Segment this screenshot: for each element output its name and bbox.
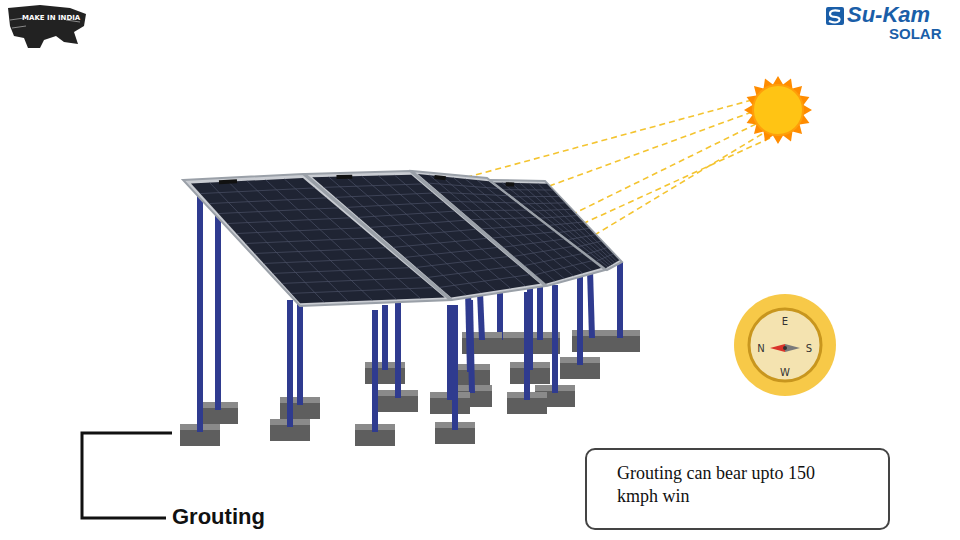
compass-letter: E xyxy=(782,316,788,327)
note-box: Grouting can bear upto 150 kmph win xyxy=(585,448,890,530)
brand-name: Su-Kam xyxy=(847,3,930,27)
lion-logo xyxy=(8,5,86,48)
compass-letter: W xyxy=(780,367,790,378)
sun xyxy=(744,76,812,144)
leader-bracket xyxy=(82,433,172,518)
compass-letter: N xyxy=(757,343,764,354)
brand-sub: SOLAR xyxy=(889,26,942,43)
part-label: Grouting xyxy=(172,505,265,529)
compass-letter: S xyxy=(806,343,812,354)
sukam-icon xyxy=(826,7,844,25)
note-text: Grouting can bear upto 150 kmph win xyxy=(617,462,858,507)
solar-panels xyxy=(183,171,622,306)
logo-text: MAKE IN INDIA xyxy=(22,15,80,23)
compass xyxy=(734,294,836,396)
compass-dial: E N S W xyxy=(734,294,836,396)
